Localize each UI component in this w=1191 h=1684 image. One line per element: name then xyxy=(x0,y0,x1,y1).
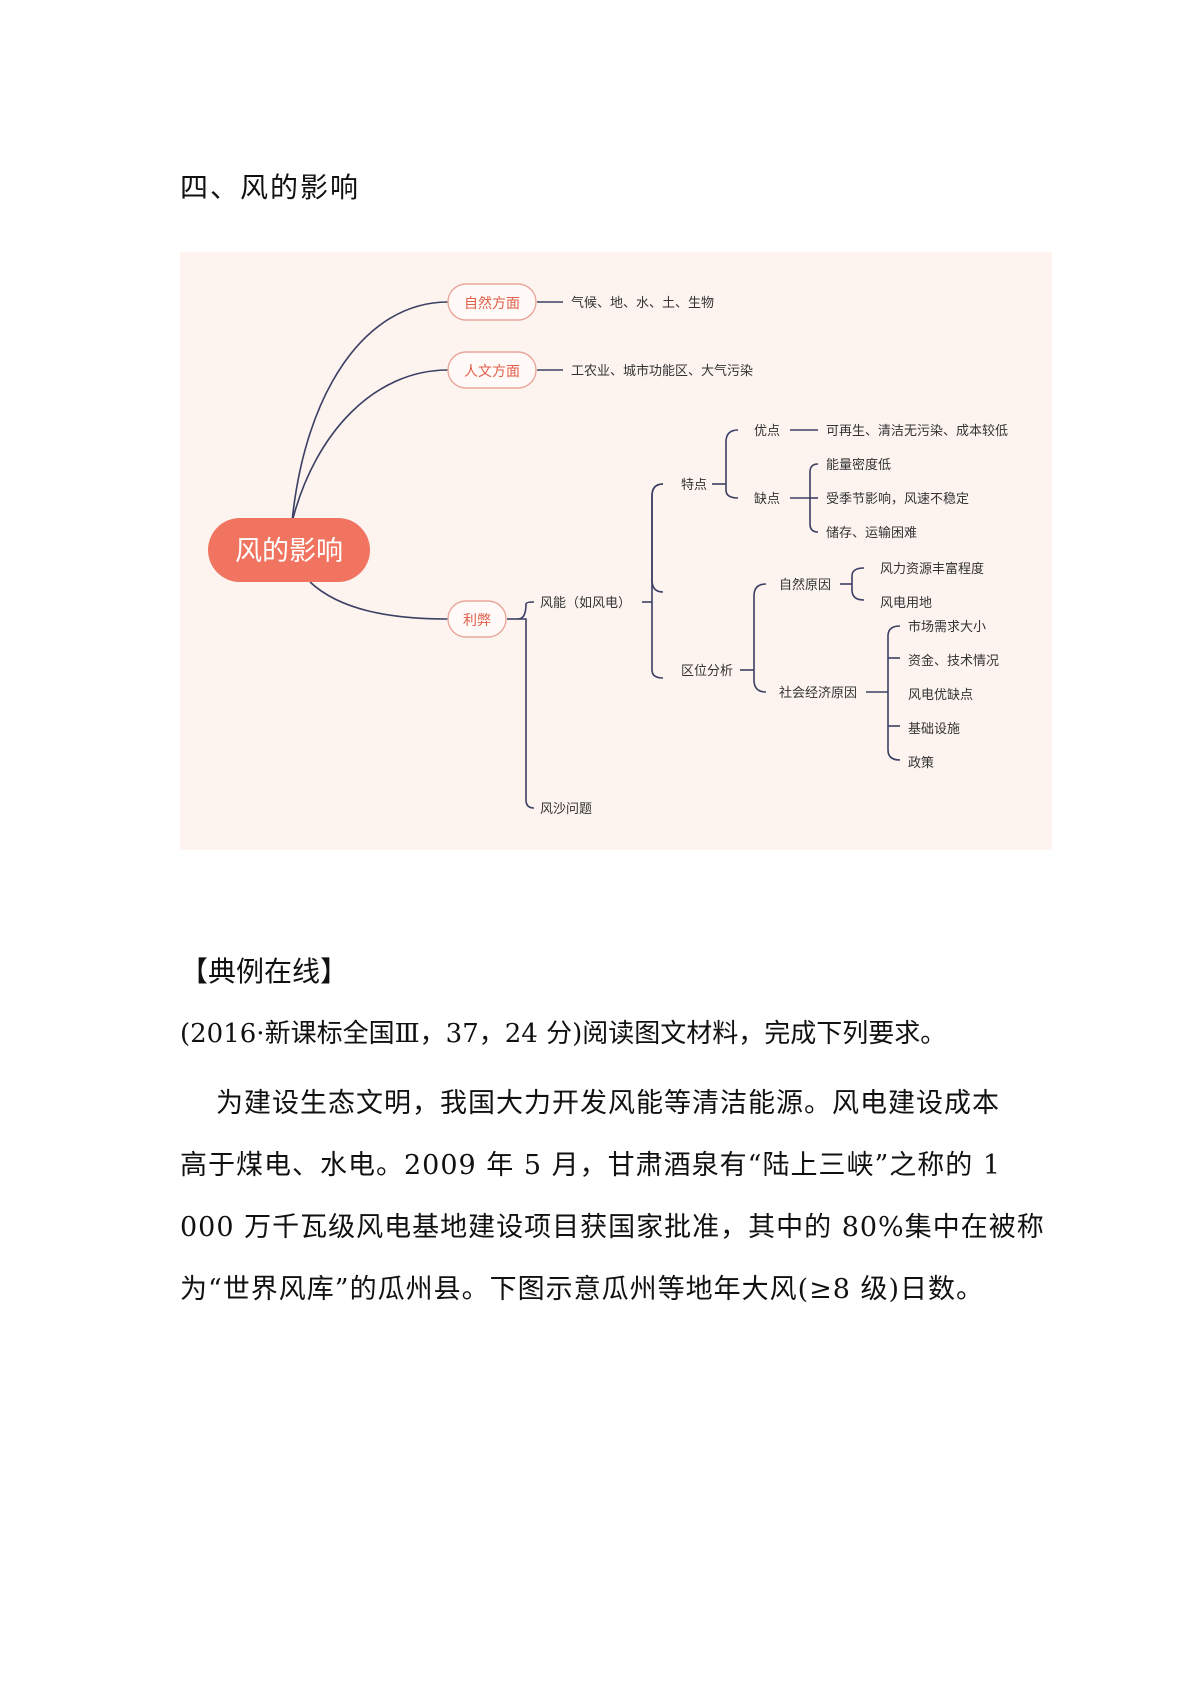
paragraph-line-4: 为“世界风库”的瓜州县。下图示意瓜州等地年大风(≥8 级)日数。 xyxy=(180,1274,985,1305)
node-ziran-yuanyin: 自然原因 xyxy=(779,577,831,593)
central-node: 风的影响 xyxy=(208,518,370,582)
paragraph-line-2: 高于煤电、水电。2009 年 5 月，甘肃酒泉有“陆上三峡”之称的 1 xyxy=(180,1150,1002,1181)
paragraph-line-3: 000 万千瓦级风电基地建设项目获国家批准，其中的 80%集中在被称 xyxy=(180,1212,1045,1243)
branch-renwen-label: 人文方面 xyxy=(464,364,520,380)
node-quwei: 区位分析 xyxy=(681,664,733,679)
central-node-shape xyxy=(208,518,370,582)
renwen-detail: 工农业、城市功能区、大气污染 xyxy=(571,363,753,379)
node-tedian: 特点 xyxy=(681,478,707,493)
branch-libi-pill xyxy=(447,600,507,638)
branch-libi: 利弊 xyxy=(447,600,507,638)
ziran-yuanyin-item-1: 风力资源丰富程度 xyxy=(880,561,984,577)
branch-ziran: 自然方面 xyxy=(447,283,537,321)
quedian-item-1: 能量密度低 xyxy=(826,457,891,473)
node-fengneng: 风能（如风电） xyxy=(540,595,631,611)
ziran-detail: 气候、地、水、土、生物 xyxy=(571,295,714,311)
shehui-item-4: 基础设施 xyxy=(908,722,960,737)
quedian-item-2: 受季节影响，风速不稳定 xyxy=(826,491,969,507)
quedian-item-3: 储存、运输困难 xyxy=(826,525,917,541)
branch-renwen-pill xyxy=(447,351,537,389)
question-paragraph: 为建设生态文明，我国大力开发风能等清洁能源。风电建设成本 高于煤电、水电。200… xyxy=(180,1073,1045,1321)
node-quedian: 缺点 xyxy=(754,492,780,507)
section-title: 【典例在线】 xyxy=(180,955,349,988)
shehui-item-3: 风电优缺点 xyxy=(908,688,973,703)
central-node-label: 风的影响 xyxy=(235,536,343,567)
ziran-yuanyin-item-2: 风电用地 xyxy=(880,596,932,611)
shehui-item-2: 资金、技术情况 xyxy=(908,653,999,669)
node-shehui-yuanyin: 社会经济原因 xyxy=(779,685,857,701)
shehui-item-1: 市场需求大小 xyxy=(908,619,986,635)
mind-map-svg: 风的影响 自然方面 人文方面 利弊 气候、地、水、土、生物 工农业、城市功能区、… xyxy=(208,283,1008,817)
youdian-detail: 可再生、清洁无污染、成本较低 xyxy=(826,424,1008,439)
node-fengsha: 风沙问题 xyxy=(540,802,592,817)
mind-map-connectors xyxy=(291,301,901,809)
branch-libi-label: 利弊 xyxy=(463,613,491,629)
branch-renwen: 人文方面 xyxy=(447,351,537,389)
question-source: (2016·新课标全国Ⅲ，37，24 分)阅读图文材料，完成下列要求。 xyxy=(180,1019,947,1049)
branch-ziran-label: 自然方面 xyxy=(464,295,520,312)
node-youdian: 优点 xyxy=(754,424,780,439)
mind-map: 风的影响 自然方面 人文方面 利弊 气候、地、水、土、生物 工农业、城市功能区、… xyxy=(180,252,1052,850)
section-heading: 四、风的影响 xyxy=(180,171,361,204)
branch-ziran-pill xyxy=(447,283,537,321)
paragraph-line-1: 为建设生态文明，我国大力开发风能等清洁能源。风电建设成本 xyxy=(216,1088,1000,1119)
shehui-item-5: 政策 xyxy=(908,755,934,771)
